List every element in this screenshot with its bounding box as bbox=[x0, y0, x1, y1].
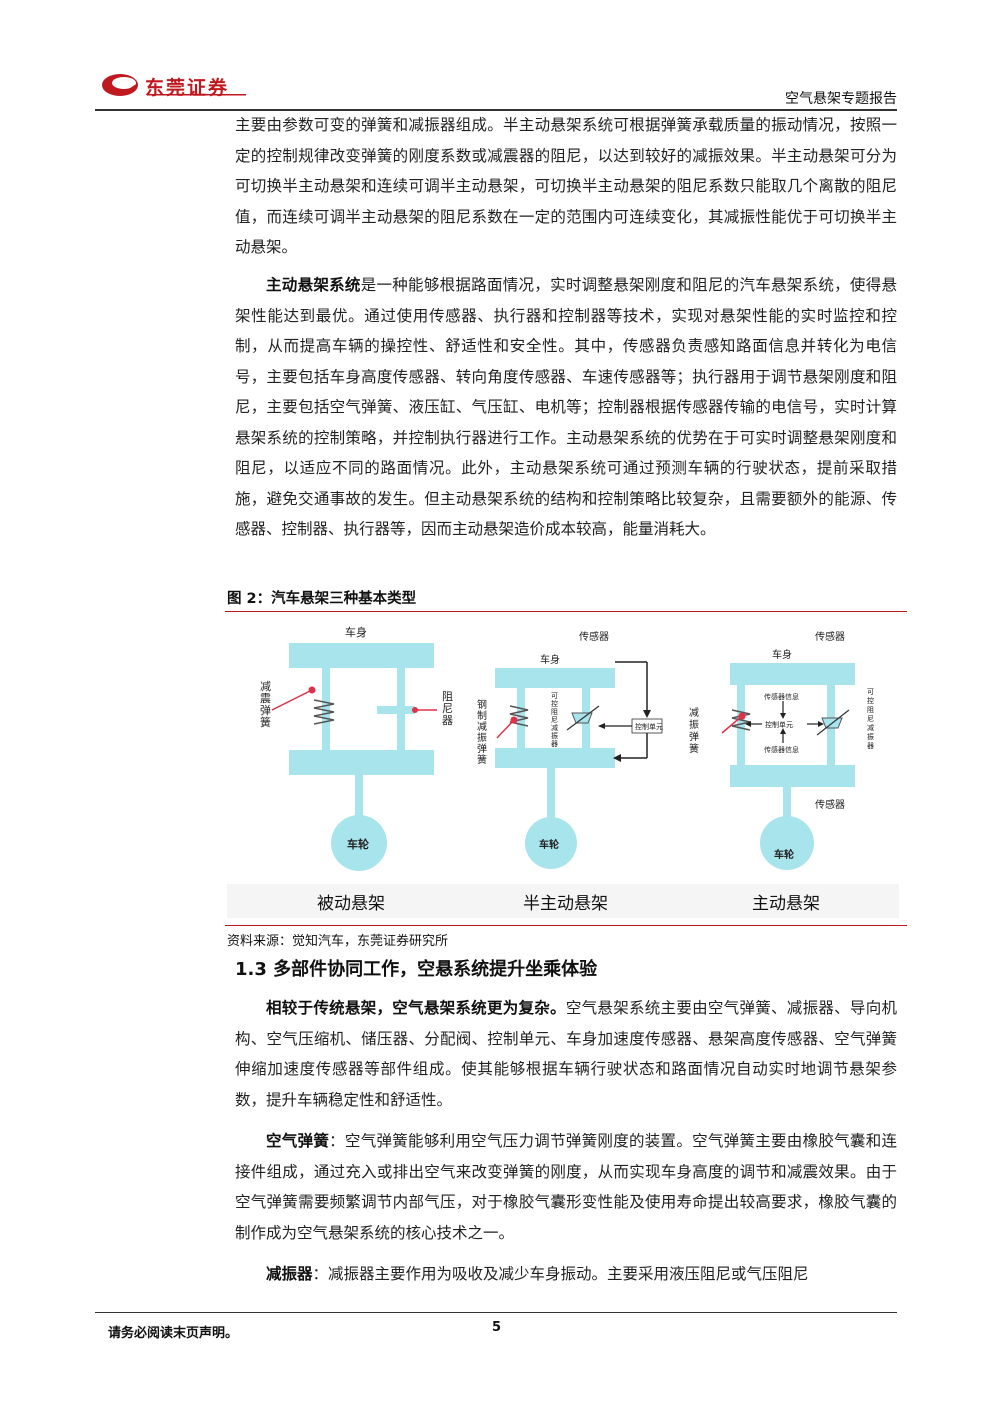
paragraph-text: 是一种能够根据路面情况，实时调整悬架刚度和阻尼的汽车悬架系统，使得悬架性能达到最… bbox=[235, 276, 897, 538]
paragraph-text: ：空气弹簧能够利用空气压力调节弹簧刚度的装置。空气弹簧主要由橡胶气囊和连接件组成… bbox=[235, 1132, 897, 1242]
semi-damper-label: 可控阻尼减振器 bbox=[551, 692, 558, 748]
paragraph-text: 主要由参数可变的弹簧和减振器组成。半主动悬架系统可根据弹簧承载质量的振动情况，按… bbox=[235, 116, 897, 256]
semi-body-label: 车身 bbox=[540, 653, 560, 666]
company-logo bbox=[102, 74, 246, 96]
active-sensor-info-bottom: 传感器信息 bbox=[764, 745, 799, 754]
semi-sensor-label: 传感器 bbox=[579, 630, 609, 643]
paragraph-active: 主动悬架系统是一种能够根据路面情况，实时调整悬架刚度和阻尼的汽车悬架系统，使得悬… bbox=[235, 270, 897, 545]
semi-control-label: 控制单元 bbox=[635, 722, 663, 731]
active-suspension-diagram: 传感器 车身 减振弹簧 传感器信息 控制单元 传感器信息 可控阻尼减振器 传感器… bbox=[689, 630, 874, 914]
suspension-types-figure: 车身 减震弹簧 阻尼器 车轮 被动悬架 传感器 车身 钢制减振 bbox=[227, 618, 899, 918]
logo-text: 东莞证券 bbox=[145, 77, 230, 99]
figure-top-rule bbox=[225, 611, 907, 612]
paragraph-lead: 主动悬架系统 bbox=[266, 276, 361, 294]
paragraph-lead: 减振器 bbox=[266, 1265, 313, 1283]
active-sensor-bottom-label: 传感器 bbox=[815, 798, 845, 811]
paragraph-lead: 相较于传统悬架，空气悬架系统更为复杂。 bbox=[266, 999, 566, 1017]
report-title: 空气悬架专题报告 bbox=[785, 91, 897, 107]
passive-body-label: 车身 bbox=[345, 625, 367, 639]
paragraph-text: ：减振器主要作用为吸收及减少车身振动。主要采用液压阻尼或气压阻尼 bbox=[312, 1265, 809, 1283]
paragraph-text: 空气悬架系统主要由空气弹簧、减振器、导向机构、空气压缩机、储压器、分配阀、控制单… bbox=[235, 999, 897, 1109]
active-sensor-top-label: 传感器 bbox=[815, 630, 845, 643]
semi-caption: 半主动悬架 bbox=[523, 894, 608, 914]
page-number: 5 bbox=[492, 1320, 502, 1335]
figure-source: 资料来源：觉知汽车，东莞证券研究所 bbox=[227, 934, 449, 949]
passive-suspension-diagram: 车身 减震弹簧 阻尼器 车轮 被动悬架 bbox=[260, 625, 453, 914]
semi-active-suspension-diagram: 传感器 车身 钢制减振弹簧 可控阻尼减振器 控制单元 车轮 半主动悬架 bbox=[477, 630, 663, 914]
passive-damper-label: 阻尼器 bbox=[442, 690, 453, 727]
paragraph-air-spring: 空气弹簧：空气弹簧能够利用空气压力调节弹簧刚度的装置。空气弹簧主要由橡胶气囊和连… bbox=[235, 1126, 897, 1248]
active-body-label: 车身 bbox=[772, 648, 792, 661]
active-spring-label: 减振弹簧 bbox=[689, 707, 699, 755]
active-wheel-label: 车轮 bbox=[774, 848, 794, 861]
passive-wheel-label: 车轮 bbox=[347, 837, 369, 851]
active-caption: 主动悬架 bbox=[752, 894, 820, 914]
active-damper-label: 可控阻尼减振器 bbox=[867, 688, 874, 750]
footer-notice: 请务必阅读末页声明。 bbox=[108, 1326, 239, 1341]
header-divider bbox=[95, 109, 897, 111]
semi-spring-label: 钢制减振弹簧 bbox=[477, 698, 487, 766]
passive-caption: 被动悬架 bbox=[317, 894, 385, 914]
active-control-label: 控制单元 bbox=[765, 720, 793, 729]
figure-caption: 图 2：汽车悬架三种基本类型 bbox=[227, 591, 417, 607]
section-heading: 1.3 多部件协同工作，空悬系统提升坐乘体验 bbox=[235, 959, 598, 980]
paragraph-air-suspension: 相较于传统悬架，空气悬架系统更为复杂。空气悬架系统主要由空气弹簧、减振器、导向机… bbox=[235, 993, 897, 1115]
paragraph-semi-active: 主要由参数可变的弹簧和减振器组成。半主动悬架系统可根据弹簧承载质量的振动情况，按… bbox=[235, 110, 897, 263]
semi-wheel-label: 车轮 bbox=[539, 838, 559, 851]
footer-divider bbox=[95, 1312, 897, 1313]
active-sensor-info-top: 传感器信息 bbox=[764, 692, 799, 701]
figure-bottom-rule bbox=[225, 925, 907, 926]
paragraph-shock-absorber: 减振器：减振器主要作用为吸收及减少车身振动。主要采用液压阻尼或气压阻尼 bbox=[235, 1259, 897, 1290]
passive-spring-label: 减震弹簧 bbox=[260, 680, 271, 729]
paragraph-lead: 空气弹簧 bbox=[266, 1132, 330, 1150]
